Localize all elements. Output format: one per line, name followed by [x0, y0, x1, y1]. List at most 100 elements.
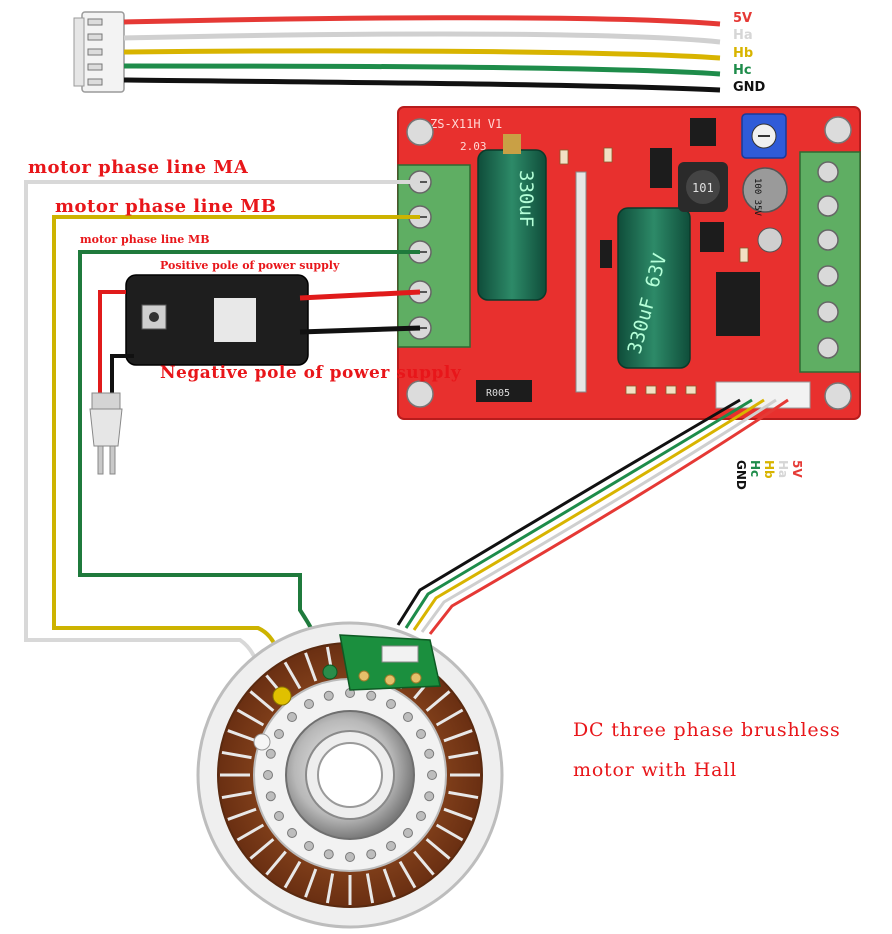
capacitor-left: 330uF — [477, 134, 547, 301]
phase-joint-green — [322, 664, 338, 680]
motor-rivet — [386, 841, 396, 852]
coil-slot-divider — [382, 868, 396, 898]
coil-slot-divider — [221, 750, 252, 760]
motor-rivet — [402, 827, 413, 838]
label-phase-mb: motor phase line MB — [55, 196, 277, 217]
label-motor-line2: motor with Hall — [573, 759, 737, 781]
conn-side-ha: Ha — [776, 460, 790, 479]
wire-positive — [299, 289, 421, 301]
wire-ha — [123, 31, 721, 45]
label-positive-pole: Positive pole of power supply — [160, 259, 340, 272]
cap-left-text: 330uF — [515, 170, 537, 227]
coil-slot-divider — [413, 850, 435, 876]
small-capacitor: 100 35V — [742, 167, 788, 217]
left-terminal-block — [397, 164, 471, 348]
coil-slot-divider — [227, 729, 257, 743]
coil-slot-divider — [249, 838, 275, 860]
conn-top-gnd: GND — [733, 80, 766, 95]
coil-slot-divider — [221, 790, 252, 800]
coil-slot-divider — [365, 873, 375, 904]
mains-plug — [89, 392, 123, 475]
phase-joint-yellow — [272, 686, 292, 706]
coil-slot-divider — [398, 860, 417, 889]
coil-slot-divider — [448, 790, 479, 800]
motor-rivet — [273, 811, 284, 821]
motor-rivets — [263, 688, 437, 862]
adapter-label — [214, 298, 256, 342]
coil-slot-divider — [236, 823, 265, 842]
resistor-text: R005 — [486, 388, 510, 399]
coil-slot-divider — [249, 690, 275, 712]
mains-cord-black — [110, 354, 134, 395]
label-phase-ma: motor phase line MA — [28, 157, 249, 178]
motor-rivet — [366, 849, 377, 860]
coil-slot-divider — [304, 652, 318, 682]
coil-slot-divider — [283, 661, 302, 690]
small-cap-text: 100 35V — [752, 178, 762, 217]
motor-rivet — [427, 770, 437, 780]
coil-slot-divider — [304, 868, 318, 898]
power-supply — [89, 274, 421, 475]
coil-slot-divider — [443, 807, 473, 821]
coil-slot-divider — [435, 708, 464, 727]
conn-side-hb: Hb — [762, 460, 776, 479]
small-round-part — [757, 227, 783, 253]
board-code-text: 2.03 — [460, 140, 487, 153]
hall-cable — [396, 398, 789, 635]
connector-housing-lip — [73, 17, 85, 87]
hall-pcb-connector — [381, 645, 419, 663]
heatsink-bar — [575, 171, 587, 393]
coil-slot-divider — [236, 708, 265, 727]
conn-side-gnd: GND — [734, 460, 748, 490]
coil-slot-divider — [425, 838, 451, 860]
wire-5v — [123, 15, 721, 27]
motor-rivet — [265, 748, 276, 759]
wire-hb — [123, 48, 721, 61]
label-motor-line1: DC three phase brushless — [573, 719, 841, 741]
coil-slot-divider — [448, 750, 479, 760]
connector-pins — [87, 18, 103, 86]
label-negative-pole: Negative pole of power supply — [160, 363, 462, 383]
motor-rivet — [424, 748, 435, 759]
smd-parts — [559, 147, 749, 395]
motor-rivet — [416, 811, 427, 821]
mounting-holes — [406, 116, 852, 410]
motor-rivet — [323, 849, 334, 860]
controller-board: ZS-X11H V1 2.03 — [397, 106, 861, 420]
bearing-bore — [317, 742, 383, 808]
inductor: 101 — [678, 162, 728, 212]
wire-gnd — [123, 77, 721, 93]
phase-joint-white — [253, 733, 271, 751]
top-connector-cable — [73, 11, 721, 93]
motor-rivet — [265, 791, 276, 802]
conn-side-hc: Hc — [748, 460, 762, 478]
motor-rivet — [366, 690, 377, 701]
motor-rivet — [424, 791, 435, 802]
coil-slot-divider — [265, 850, 287, 876]
conn-side-5v: 5V — [790, 460, 804, 478]
label-phase-mb-small: motor phase line MB — [80, 233, 210, 246]
motor-rivet — [386, 698, 396, 709]
motor-rivet — [345, 852, 355, 862]
motor-rivet — [287, 712, 298, 723]
conn-top-hb: Hb — [733, 46, 754, 61]
motor-rivet — [304, 841, 314, 852]
motor-rivet — [263, 770, 273, 780]
motor-rivet — [416, 729, 427, 739]
motor-rivet — [323, 690, 334, 701]
motor-rivet — [287, 827, 298, 838]
coil-slot-divider — [283, 860, 302, 889]
wire-negative — [299, 325, 421, 335]
right-terminal-block — [799, 151, 861, 373]
brushless-motor — [196, 621, 504, 929]
conn-top-ha: Ha — [733, 28, 753, 43]
board-model-text: ZS-X11H V1 — [430, 117, 502, 131]
motor-rivet — [304, 698, 314, 709]
coil-slot-divider — [443, 729, 473, 743]
mains-cord-red — [98, 290, 126, 395]
inductor-text: 101 — [692, 181, 714, 195]
wire-hc — [123, 63, 721, 77]
ic-chips — [476, 118, 760, 402]
